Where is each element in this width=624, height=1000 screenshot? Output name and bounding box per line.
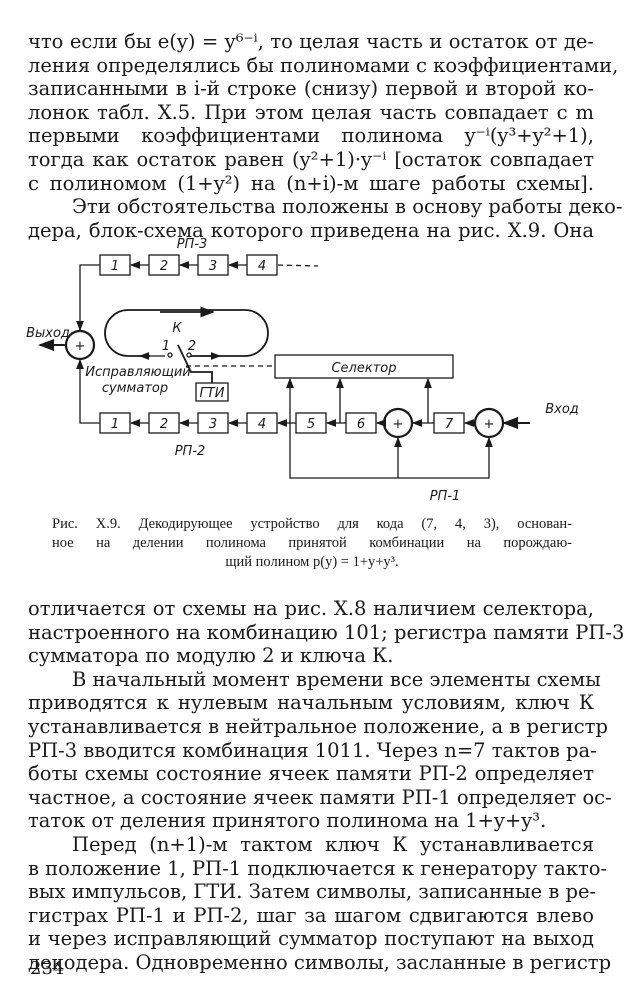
text-line: настроенного на комбинацию 101; регистра… <box>28 620 624 644</box>
text-line: сумматора по модулю 2 и ключа К. <box>28 644 394 668</box>
cell-label: 1 <box>111 417 119 432</box>
page-number: 234 <box>30 958 65 979</box>
cell-label: 2 <box>160 259 168 274</box>
cell-label: 7 <box>445 417 454 432</box>
corrector-label: сумматор <box>102 381 168 396</box>
text-line: с полиномом (1+y²) на (n+i)-м шаге работ… <box>28 171 594 195</box>
cell-label: 3 <box>209 259 217 274</box>
cell-label: 4 <box>258 417 266 432</box>
rp3-label: РП-3 <box>177 237 208 252</box>
text-line: Эти обстоятельства положены в основу раб… <box>72 195 623 219</box>
text-line: РП-3 вводится комбинация 1011. Через n=7… <box>28 738 597 762</box>
contact-2-label: 2 <box>188 339 196 354</box>
text-line: боты схемы состояние ячеек памяти РП-2 о… <box>28 762 594 786</box>
adder-plus: + <box>484 417 495 432</box>
cell-label: 5 <box>307 417 315 432</box>
cell-label: 2 <box>160 417 168 432</box>
adder-plus: + <box>393 417 404 432</box>
gti-label: ГТИ <box>200 386 225 401</box>
cell-label: 4 <box>258 259 266 274</box>
text-line: записанными в i-й строке (снизу) первой … <box>28 77 594 101</box>
caption-line: щий полином p(y) = 1+y+y³. <box>225 554 399 570</box>
text-line: тогда как остаток равен (y²+1)·y⁻ⁱ [оста… <box>28 147 594 171</box>
contact-1-label: 1 <box>162 339 170 354</box>
input-label: Вход <box>545 402 579 417</box>
text-line: ления определялись бы полиномами с коэфф… <box>28 53 619 77</box>
caption-line: ное на делении полинома принятой комбина… <box>52 535 572 551</box>
text-line: гистрах РП-1 и РП-2, шаг за шагом сдвига… <box>28 903 594 927</box>
caption-line: Рис. X.9. Декодирующее устройство для ко… <box>52 516 572 532</box>
selector-box <box>274 354 454 379</box>
text-line: приводятся к нулевым начальным условиям,… <box>28 691 594 715</box>
cell-label: 3 <box>209 417 217 432</box>
text-line: отличается от схемы на рис. X.8 наличием… <box>28 597 594 620</box>
text-line: лонок табл. X.5. При этом целая часть со… <box>28 100 594 124</box>
text-line: частное, а состояние ячеек памяти РП-1 о… <box>28 785 612 809</box>
text-line: и через исправляющий сумматор поступают … <box>28 927 594 951</box>
body-text: отличается от схемы на рис. X.8 наличием… <box>28 597 624 975</box>
text-line: декодера. Одновременно символы, засланны… <box>28 950 612 974</box>
text-line: вых импульсов, ГТИ. Затем символы, запис… <box>28 880 597 904</box>
key-label: К <box>172 321 182 336</box>
corrector-label: Исправляющий <box>85 365 190 380</box>
gti-box <box>195 382 229 402</box>
decoder-block-diagram: РП-3 1 2 3 4 1 2 3 4 5 6 7 + + + Выход В… <box>26 237 579 504</box>
cell-label: 6 <box>357 417 365 432</box>
selector-label: Селектор <box>331 361 396 376</box>
text-line: первыми коэффициентами полинома y⁻ⁱ(y³+y… <box>28 124 594 148</box>
rp1-label: РП-1 <box>430 489 461 504</box>
text-line: В начальный момент времени все элементы … <box>72 667 601 691</box>
output-label: Выход <box>26 326 70 341</box>
rp2-label: РП-2 <box>175 444 206 459</box>
text-line: что если бы e(y) = y⁶⁻ⁱ, то целая часть … <box>28 30 594 53</box>
adder-plus: + <box>75 339 86 354</box>
text-line: Перед (n+1)-м тактом ключ К устанавливае… <box>72 832 594 856</box>
figure-caption: Рис. X.9. Декодирующее устройство для ко… <box>52 515 572 572</box>
cell-label: 1 <box>111 259 119 274</box>
top-paragraph: что если бы e(y) = y⁶⁻ⁱ, то целая часть … <box>28 30 623 242</box>
text-line: таток от деления принятого полинома на 1… <box>28 809 547 833</box>
text-line: в положение 1, РП-1 подключается к генер… <box>28 856 608 880</box>
text-line: устанавливается в нейтральное положение,… <box>28 714 608 738</box>
text-line: дера, блок-схема которого приведена на р… <box>28 218 594 242</box>
